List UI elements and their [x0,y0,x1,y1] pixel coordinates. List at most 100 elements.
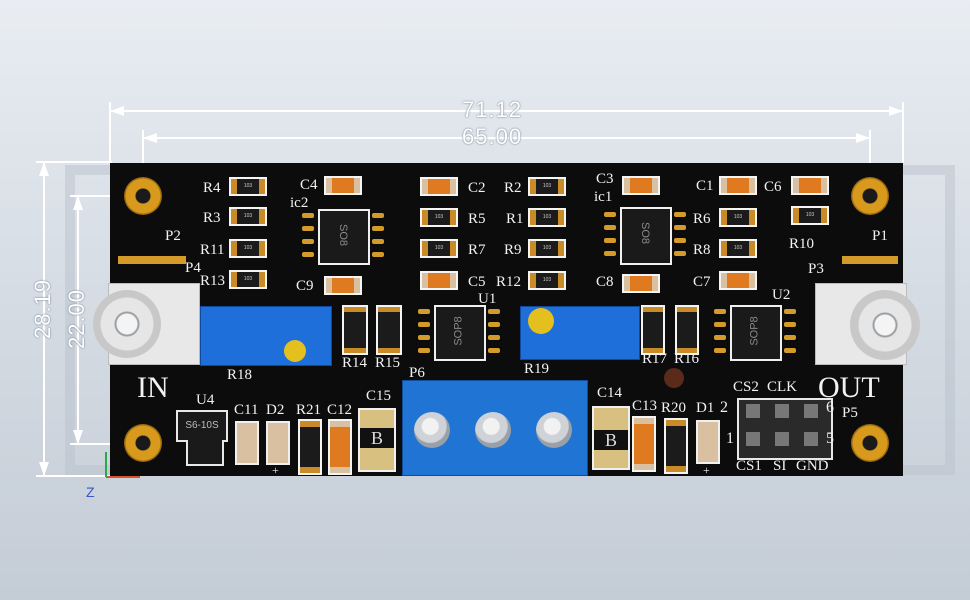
resistor-R4: 103 [231,179,265,194]
p2-pads [118,256,186,264]
label-R15: R15 [375,355,401,371]
label-U2: U2 [772,287,791,303]
bnc-input-jack [93,290,161,358]
label-SI: SI [773,458,787,474]
label-C9: C9 [296,278,314,294]
label-C1: C1 [696,178,714,194]
label-R10: R10 [789,236,815,252]
label-R7: R7 [468,242,486,258]
mounting-hole-top-right [851,177,889,215]
terminal-screw-2 [475,412,511,448]
axis-z-label: Z [86,484,95,500]
regulator-U4-tab [186,440,224,466]
label-C12: C12 [327,402,353,418]
label-U1: U1 [478,291,497,307]
capacitor-C12 [330,421,350,473]
resistor-R16 [677,307,697,353]
mounting-hole-bottom-right [851,424,889,462]
tantalum-C14: B [592,406,630,470]
d1-plus-mark: + [703,463,710,477]
diode-D1 [696,420,720,464]
capacitor-C1 [721,178,755,193]
label-CS2: CS2 [733,379,759,395]
terminal-screw-3 [536,412,572,448]
resistor-R11: 103 [231,241,265,256]
resistor-R10: 103 [793,208,827,223]
output-label: OUT [818,371,880,404]
label-R14: R14 [342,355,368,371]
input-label: IN [137,371,169,404]
resistor-R7: 103 [422,241,456,256]
mounting-hole-top-left [124,177,162,215]
capacitor-C11 [235,421,259,465]
label-C11: C11 [234,402,259,418]
trimmer-R18-screw [284,340,306,362]
bnc-output-jack [850,290,920,360]
trimmer-R18 [200,306,332,366]
capacitor-C5 [422,273,456,288]
resistor-R14 [344,307,366,353]
label-R8: R8 [693,242,711,258]
label-U4: U4 [196,392,215,408]
resistor-R8: 103 [721,241,755,256]
label-R21: R21 [296,402,322,418]
overall-height-label: 28.19 [30,278,55,340]
regulator-U4: S6-10S [176,410,228,442]
label-R19: R19 [524,361,550,377]
label-R20: R20 [661,400,687,416]
label-C2: C2 [468,180,486,196]
label-ic1: ic1 [594,189,613,205]
label-R16: R16 [674,351,700,367]
resistor-R17 [643,307,663,353]
hole-spacing-x-label: 65.00 [462,124,523,149]
capacitor-C7 [721,273,755,288]
resistor-R9: 103 [530,241,564,256]
label-P1: P1 [872,228,888,244]
p1-pads [842,256,898,264]
resistor-R12: 103 [530,273,564,288]
capacitor-C9 [326,278,360,293]
label-P3: P3 [808,261,824,277]
label-P6: P6 [409,365,425,381]
capacitor-C2 [422,179,456,194]
label-R4: R4 [203,180,221,196]
label-R3: R3 [203,210,221,226]
label-C3: C3 [596,171,614,187]
label-R1: R1 [506,211,524,227]
resistor-R20 [666,420,686,472]
resistor-R1: 103 [530,210,564,225]
label-R6: R6 [693,211,711,227]
label-C4: C4 [300,177,318,193]
label-C6: C6 [764,179,782,195]
label-CS1: CS1 [736,458,762,474]
label-R12: R12 [496,274,522,290]
resistor-R2: 103 [530,179,564,194]
label-R2: R2 [504,180,522,196]
resistor-R21 [300,421,320,473]
resistor-R6: 103 [721,210,755,225]
label-R13: R13 [200,273,226,289]
chip-U1: SOP8 [434,305,486,361]
label-R18: R18 [227,367,253,383]
hole-spacing-y-label: 22.00 [64,288,89,350]
label-C8: C8 [596,274,614,290]
capacitor-C6 [793,178,827,193]
chip-ic2: SO8 [318,209,370,265]
capacitor-C8 [624,276,658,291]
label-C7: C7 [693,274,711,290]
label-CLK: CLK [767,379,797,395]
label-P2: P2 [165,228,181,244]
capacitor-C13 [634,418,654,470]
terminal-screw-1 [414,412,450,448]
capacitor-C3 [624,178,658,193]
label-R11: R11 [200,242,225,258]
resistor-R3: 103 [231,209,265,224]
label-P4: P4 [185,260,201,276]
diode-D2 [266,421,290,465]
d2-plus-mark: + [272,463,279,477]
resistor-R13: 103 [231,272,265,287]
resistor-R5: 103 [422,210,456,225]
header-pin-5: 5 [826,430,834,447]
label-R9: R9 [504,242,522,258]
chip-ic1: SO8 [620,207,672,265]
